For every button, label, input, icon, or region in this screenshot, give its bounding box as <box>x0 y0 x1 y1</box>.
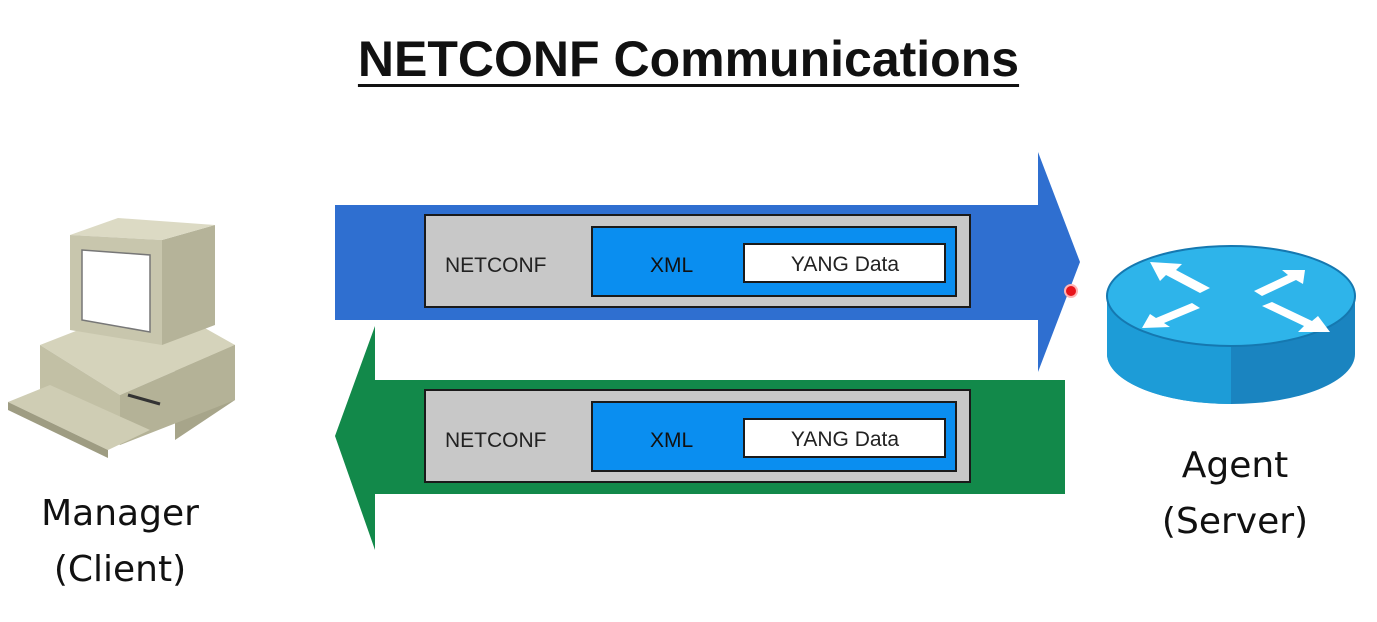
request-yang-label: YANG Data <box>791 253 899 276</box>
reply-yang-label: YANG Data <box>791 428 899 451</box>
request-arrow: NETCONF XML YANG Data <box>335 152 1080 372</box>
agent-role: (Server) <box>1161 501 1309 542</box>
manager-role: (Client) <box>53 549 187 590</box>
diagram-title: NETCONF Communications <box>0 30 1377 88</box>
reply-netconf-label: NETCONF <box>445 429 547 452</box>
router-icon <box>1106 245 1356 404</box>
request-netconf-label: NETCONF <box>445 254 547 277</box>
manager-label: Manager (Client) <box>20 486 220 598</box>
request-xml-label: XML <box>650 254 693 277</box>
request-yang-layer <box>743 243 946 283</box>
pointer-cursor <box>1064 284 1078 298</box>
desktop-computer-icon <box>8 218 235 458</box>
manager-name: Manager <box>41 493 199 534</box>
agent-name: Agent <box>1181 445 1289 486</box>
reply-arrow: NETCONF XML YANG Data <box>335 326 1065 550</box>
reply-xml-label: XML <box>650 429 693 452</box>
agent-label: Agent (Server) <box>1135 438 1335 550</box>
reply-yang-layer <box>743 418 946 458</box>
diagram-title-text: NETCONF Communications <box>357 31 1020 87</box>
